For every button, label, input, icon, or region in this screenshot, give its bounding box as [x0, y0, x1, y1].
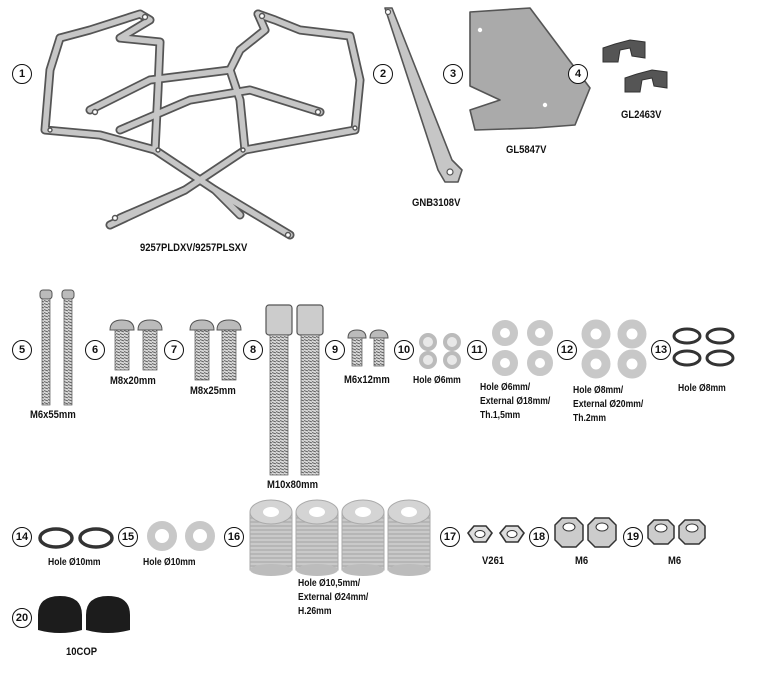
part-label-10: Hole Ø6mm: [413, 375, 461, 386]
part-number-3: 3: [443, 64, 463, 84]
part-number-13: 13: [651, 340, 671, 360]
bolts-m6x12: [347, 329, 389, 367]
part-number-2: 2: [373, 64, 393, 84]
part-label-17: V261: [482, 555, 505, 567]
nuts-m6-b: [647, 519, 706, 545]
spring-washers-10mm: [38, 527, 114, 549]
part-label-7: M8x25mm: [190, 385, 236, 397]
nuts-v261: [466, 525, 526, 543]
part-number-6: 6: [85, 340, 105, 360]
part-number-16: 16: [224, 527, 244, 547]
part-label-1: 9257PLDXV/9257PLSXV: [140, 242, 248, 254]
part-label-12-line-1: Hole Ø8mm/: [573, 385, 624, 396]
part-label-16-line-3: H.26mm: [298, 606, 332, 617]
part-number-15: 15: [118, 527, 138, 547]
part-number-14: 14: [12, 527, 32, 547]
pannier-frame: [40, 9, 365, 240]
part-number-1: 1: [12, 64, 32, 84]
part-label-2: GNB3108V: [412, 197, 461, 209]
part-label-5: M6x55mm: [30, 409, 76, 421]
mounting-plate: [469, 7, 591, 131]
bolts-m6x55: [39, 289, 75, 406]
part-number-5: 5: [12, 340, 32, 360]
part-label-12-line-3: Th.2mm: [573, 413, 606, 424]
support-strut: [384, 7, 463, 183]
part-number-12: 12: [557, 340, 577, 360]
part-label-13: Hole Ø8mm: [678, 383, 726, 394]
washers-10mm: [147, 521, 215, 551]
nuts-m6-a: [554, 517, 617, 548]
part-number-18: 18: [529, 527, 549, 547]
cap-nuts: [38, 596, 130, 633]
part-label-20: 10COP: [66, 646, 98, 658]
part-label-11-line-2: External Ø18mm/: [480, 396, 551, 407]
part-label-3: GL5847V: [506, 144, 547, 156]
part-number-4: 4: [568, 64, 588, 84]
part-label-15: Hole Ø10mm: [143, 557, 196, 568]
part-label-6: M8x20mm: [110, 375, 156, 387]
part-label-19: M6: [668, 555, 682, 567]
part-number-17: 17: [440, 527, 460, 547]
part-number-10: 10: [394, 340, 414, 360]
bolts-m8x25: [189, 319, 242, 381]
part-label-16-line-2: External Ø24mm/: [298, 592, 369, 603]
part-number-19: 19: [623, 527, 643, 547]
part-label-18: M6: [575, 555, 589, 567]
bolts-m8x20: [109, 319, 163, 371]
part-number-8: 8: [243, 340, 263, 360]
part-label-4: GL2463V: [621, 109, 662, 121]
clamp-brackets: [602, 39, 668, 93]
part-label-11-line-1: Hole Ø6mm/: [480, 382, 531, 393]
part-number-11: 11: [467, 340, 487, 360]
part-label-8: M10x80mm: [267, 479, 319, 491]
part-label-12-line-2: External Ø20mm/: [573, 399, 644, 410]
washers-8mm-20mm: [581, 319, 647, 379]
washers-6mm-18mm: [492, 320, 553, 376]
washers-6mm: [419, 333, 461, 369]
part-label-9: M6x12mm: [344, 374, 390, 386]
part-label-11-line-3: Th.1,5mm: [480, 410, 521, 421]
spacers: [249, 499, 431, 576]
bolts-m10x80: [265, 304, 324, 476]
part-label-16-line-1: Hole Ø10,5mm/: [298, 578, 361, 589]
spring-washers-8mm: [672, 327, 735, 367]
part-number-7: 7: [164, 340, 184, 360]
part-label-14: Hole Ø10mm: [48, 557, 101, 568]
part-number-9: 9: [325, 340, 345, 360]
part-number-20: 20: [12, 608, 32, 628]
